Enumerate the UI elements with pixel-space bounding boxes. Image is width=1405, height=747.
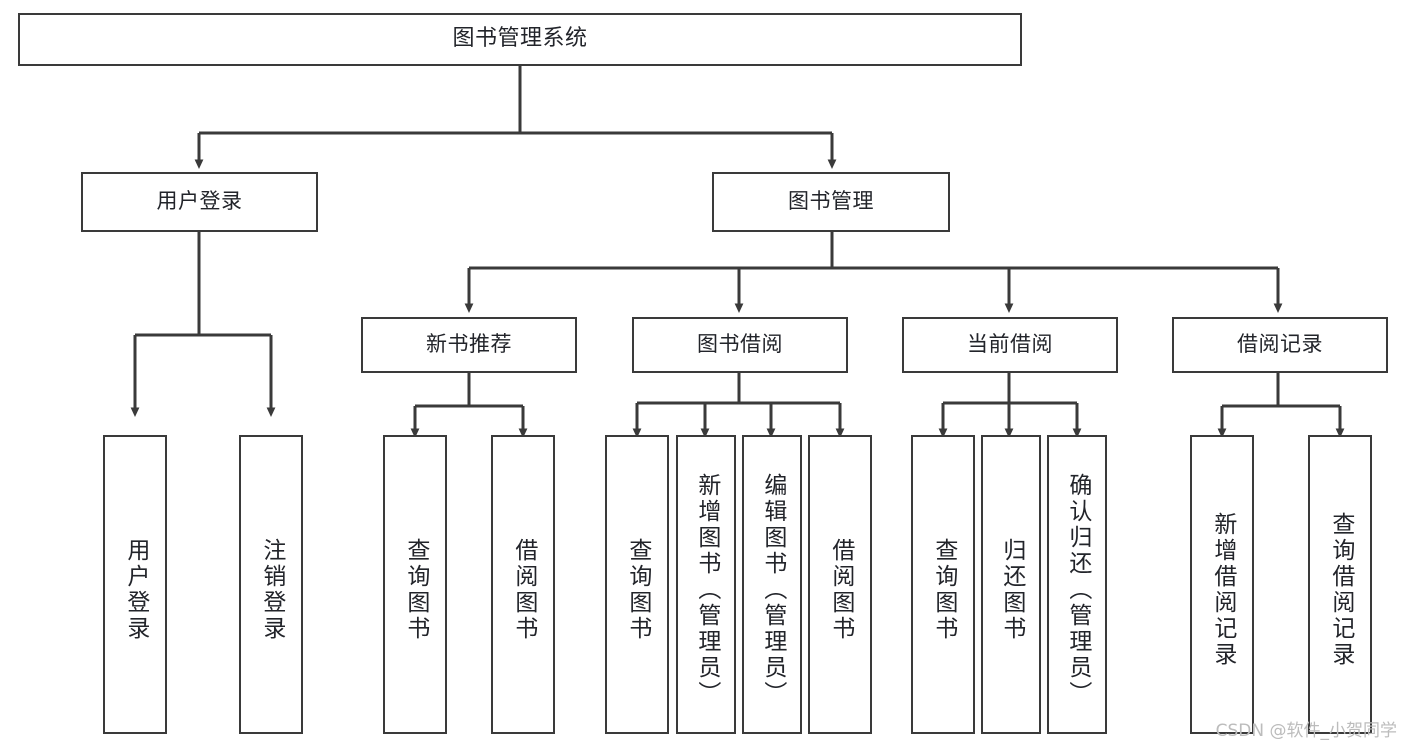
node-leaf-add-book-admin[interactable]: 新增图书（管理员） xyxy=(676,435,736,734)
node-leaf-borrow-book-2-label: 借阅图书 xyxy=(827,537,854,642)
node-leaf-user-login[interactable]: 用户登录 xyxy=(103,435,167,734)
watermark: CSDN @软件_小贺同学 xyxy=(1215,721,1397,741)
node-current-borrow-label: 当前借阅 xyxy=(967,332,1053,357)
node-leaf-query-book-2[interactable]: 查询图书 xyxy=(605,435,669,734)
node-leaf-add-record-label: 新增借阅记录 xyxy=(1209,511,1236,668)
node-leaf-confirm-return-admin-label: 确认归还（管理员） xyxy=(1064,472,1091,707)
node-leaf-logout[interactable]: 注销登录 xyxy=(239,435,303,734)
node-user-login-label: 用户登录 xyxy=(156,189,243,214)
node-leaf-query-book-3-label: 查询图书 xyxy=(930,537,957,642)
node-leaf-logout-label: 注销登录 xyxy=(258,537,285,642)
node-user-login[interactable]: 用户登录 xyxy=(81,172,318,232)
node-leaf-query-book-3[interactable]: 查询图书 xyxy=(911,435,975,734)
node-leaf-confirm-return-admin[interactable]: 确认归还（管理员） xyxy=(1047,435,1107,734)
node-borrow-record[interactable]: 借阅记录 xyxy=(1172,317,1388,373)
node-leaf-query-record[interactable]: 查询借阅记录 xyxy=(1308,435,1372,734)
node-leaf-borrow-book-1-label: 借阅图书 xyxy=(510,537,537,642)
node-leaf-edit-book-admin-label: 编辑图书（管理员） xyxy=(759,472,786,707)
node-leaf-return-book[interactable]: 归还图书 xyxy=(981,435,1041,734)
node-book-borrow[interactable]: 图书借阅 xyxy=(632,317,848,373)
node-new-book-recommend[interactable]: 新书推荐 xyxy=(361,317,577,373)
node-book-borrow-label: 图书借阅 xyxy=(697,332,783,357)
node-current-borrow[interactable]: 当前借阅 xyxy=(902,317,1118,373)
node-leaf-borrow-book-1[interactable]: 借阅图书 xyxy=(491,435,555,734)
node-book-manage-label: 图书管理 xyxy=(788,189,874,214)
node-leaf-return-book-label: 归还图书 xyxy=(998,537,1025,642)
node-borrow-record-label: 借阅记录 xyxy=(1237,332,1323,357)
node-leaf-borrow-book-2[interactable]: 借阅图书 xyxy=(808,435,872,734)
node-book-manage[interactable]: 图书管理 xyxy=(712,172,950,232)
node-leaf-query-book-2-label: 查询图书 xyxy=(624,537,651,642)
node-new-book-recommend-label: 新书推荐 xyxy=(426,332,512,357)
node-leaf-add-book-admin-label: 新增图书（管理员） xyxy=(693,472,720,707)
node-leaf-query-book-1[interactable]: 查询图书 xyxy=(383,435,447,734)
node-leaf-query-record-label: 查询借阅记录 xyxy=(1327,511,1354,668)
node-leaf-edit-book-admin[interactable]: 编辑图书（管理员） xyxy=(742,435,802,734)
node-leaf-user-login-label: 用户登录 xyxy=(122,537,149,642)
node-leaf-query-book-1-label: 查询图书 xyxy=(402,537,429,642)
node-root-label: 图书管理系统 xyxy=(452,26,588,52)
node-leaf-add-record[interactable]: 新增借阅记录 xyxy=(1190,435,1254,734)
node-root[interactable]: 图书管理系统 xyxy=(18,13,1022,66)
